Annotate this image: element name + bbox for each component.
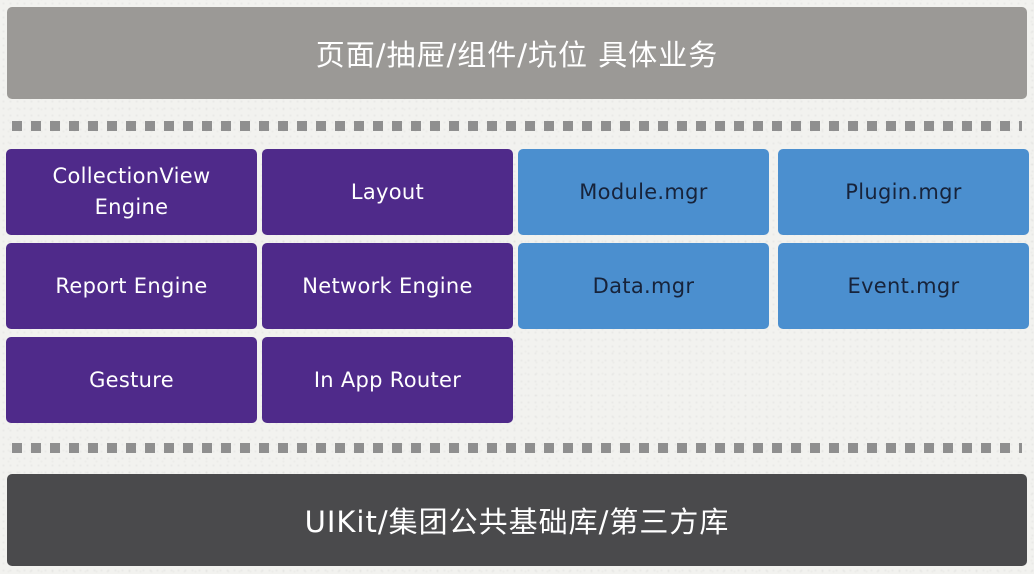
gesture-tile: Gesture <box>6 337 257 423</box>
plugin-mgr-label: Plugin.mgr <box>845 179 962 204</box>
network-engine-tile: Network Engine <box>262 243 513 329</box>
collectionview-engine-label-line1: CollectionView <box>52 164 211 188</box>
foundation-layer: UIKit/集团公共基础库/第三方库 <box>7 474 1027 566</box>
business-layer-label: 页面/抽屉/组件/坑位 具体业务 <box>315 38 719 72</box>
network-engine-label: Network Engine <box>302 273 473 298</box>
foundation-layer-label: UIKit/集团公共基础库/第三方库 <box>304 505 730 539</box>
gesture-label: Gesture <box>89 367 174 392</box>
in-app-router-tile: In App Router <box>262 337 513 423</box>
collectionview-engine-tile: CollectionView Engine <box>6 149 257 235</box>
module-mgr-label: Module.mgr <box>579 179 708 204</box>
in-app-router-label: In App Router <box>313 367 462 392</box>
event-mgr-tile: Event.mgr <box>778 243 1029 329</box>
event-mgr-label: Event.mgr <box>847 273 960 298</box>
layout-label: Layout <box>350 179 425 204</box>
module-mgr-tile: Module.mgr <box>518 149 769 235</box>
dashed-divider-bottom <box>12 443 1022 453</box>
collectionview-engine-label-line2: Engine <box>94 195 169 219</box>
report-engine-tile: Report Engine <box>6 243 257 329</box>
layout-tile: Layout <box>262 149 513 235</box>
data-mgr-tile: Data.mgr <box>518 243 769 329</box>
plugin-mgr-tile: Plugin.mgr <box>778 149 1029 235</box>
data-mgr-label: Data.mgr <box>592 273 695 298</box>
dashed-divider-top <box>12 121 1022 131</box>
business-layer: 页面/抽屉/组件/坑位 具体业务 <box>7 7 1027 99</box>
report-engine-label: Report Engine <box>55 273 208 298</box>
